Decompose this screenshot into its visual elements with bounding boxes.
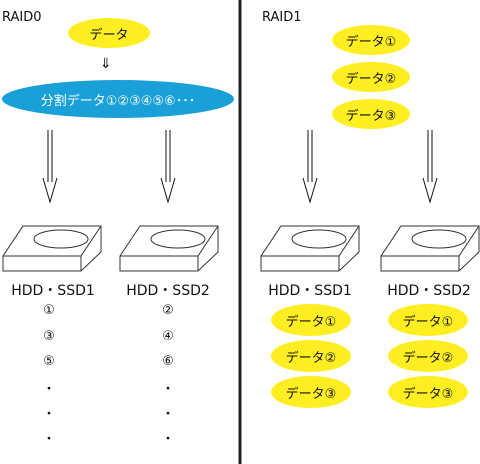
raid0-disk2-block-6: ・: [161, 432, 175, 447]
raid1-disk1-data-2: データ②: [271, 340, 351, 372]
raid0-disk1-block-1: ①: [43, 303, 55, 318]
raid1-disk1-data-3: データ③: [271, 376, 351, 408]
raid0-disk1-block-4: ・: [42, 382, 56, 397]
raid0-disk1-block-2: ③: [43, 329, 55, 344]
raid1-title: RAID1: [262, 10, 302, 25]
raid0-small-arrow: ⇓: [100, 56, 112, 72]
raid0-data-pill: データ: [68, 18, 150, 48]
raid1-disk2-data-2: データ②: [388, 340, 468, 372]
raid0-arrow-left: [42, 130, 58, 204]
raid1-data-pill-2: データ②: [332, 62, 410, 92]
raid0-disk2-block-2: ④: [162, 329, 174, 344]
raid0-arrow-right: [160, 130, 176, 204]
raid0-disk1-block-6: ・: [42, 432, 56, 447]
raid0-split-data-pill: 分割データ①②③④⑤⑥･･･: [2, 80, 234, 118]
raid0-disk1-block-5: ・: [42, 407, 56, 422]
raid1-arrow-right: [422, 130, 438, 204]
raid0-disk2-block-1: ②: [162, 303, 174, 318]
raid1-arrow-left: [302, 130, 318, 204]
raid1-disk2-data-1: データ①: [388, 304, 468, 336]
raid1-disk1-label: HDD・SSD1: [268, 283, 352, 299]
raid1-disk2-icon: [380, 225, 480, 272]
raid1-disk1-data-1: データ①: [271, 304, 351, 336]
raid0-title: RAID0: [2, 10, 42, 25]
raid1-disk1-icon: [260, 225, 360, 272]
raid0-disk2-block-3: ⑥: [162, 354, 174, 369]
raid0-disk1-icon: [2, 225, 102, 272]
raid1-data-pill-3: データ③: [332, 99, 410, 129]
raid1-data-pill-1: データ①: [332, 25, 410, 55]
raid1-disk2-label: HDD・SSD2: [387, 283, 471, 299]
raid1-disk2-data-3: データ③: [388, 376, 468, 408]
raid0-disk2-icon: [119, 225, 219, 272]
raid0-disk2-block-5: ・: [161, 407, 175, 422]
raid0-disk2-label: HDD・SSD2: [126, 283, 210, 299]
raid0-disk1-block-3: ⑤: [43, 354, 55, 369]
raid0-disk1-label: HDD・SSD1: [11, 283, 95, 299]
raid0-disk2-block-4: ・: [161, 382, 175, 397]
